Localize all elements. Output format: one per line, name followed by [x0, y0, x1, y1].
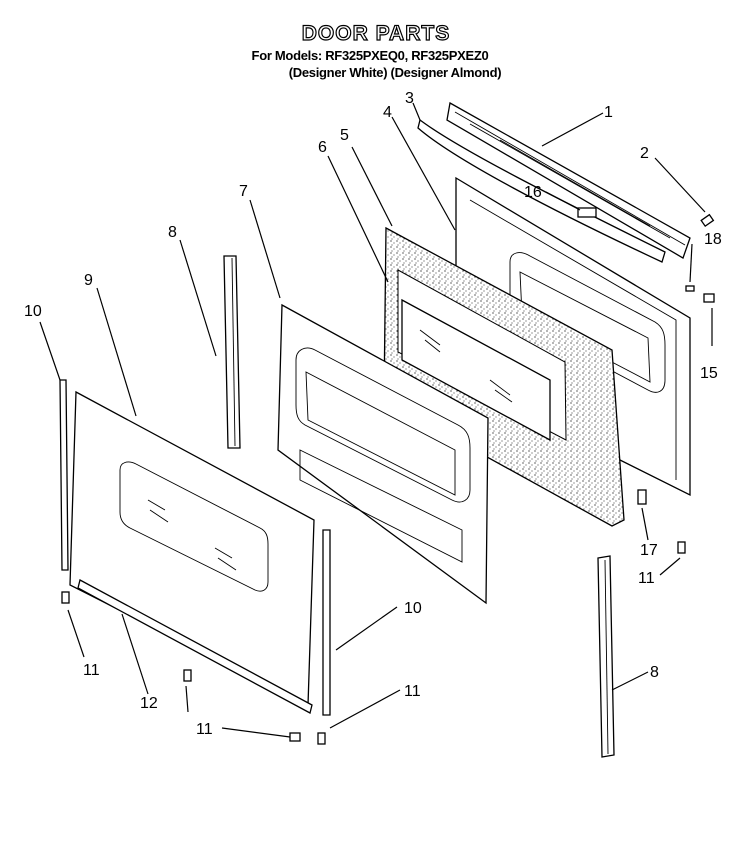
callout-1: 1: [604, 104, 613, 121]
inner-glass: [401, 298, 551, 442]
callout-5: 5: [340, 127, 349, 144]
door-liner: [277, 303, 489, 605]
screw: [685, 213, 715, 303]
leader-lines: [39, 102, 713, 738]
callout-8: 8: [168, 224, 177, 241]
callout-9: 9: [84, 272, 93, 289]
hinge-channel-left: [223, 255, 241, 449]
callout-6: 6: [318, 139, 327, 156]
page-title: DOOR PARTS: [301, 21, 451, 45]
callout-11: 11: [404, 683, 421, 700]
callout-10: 10: [24, 303, 42, 320]
side-trim-left: [59, 379, 69, 571]
badge: [577, 207, 597, 218]
bottom-trim: [77, 579, 313, 714]
callout-4: 4: [383, 104, 392, 121]
callout-15: 15: [700, 365, 718, 382]
outer-door-glass: [69, 390, 315, 707]
side-trim-right: [322, 529, 331, 716]
callout-11: 11: [196, 721, 213, 738]
callout-10: 10: [404, 600, 422, 617]
callout-7: 7: [239, 183, 248, 200]
callout-16: 16: [524, 184, 542, 201]
handle-strip: [417, 118, 666, 263]
callout-11: 11: [83, 662, 100, 679]
callout-12: 12: [140, 695, 158, 712]
callout-2: 2: [640, 145, 649, 162]
callout-8: 8: [650, 664, 659, 681]
clip: [637, 489, 647, 505]
callout-labels: 1 2 3 4 5 6 7 8 9 10 10 11 11 11 11 12 1…: [24, 90, 722, 738]
models-line: For Models: RF325PXEQ0, RF325PXEZ0: [251, 48, 489, 63]
callout-18: 18: [704, 231, 722, 248]
screw: [61, 541, 686, 745]
door-trim-top: [446, 101, 691, 259]
callout-17: 17: [640, 542, 658, 559]
callout-3: 3: [405, 90, 414, 107]
hinge-channel-right: [597, 555, 615, 758]
callout-11: 11: [638, 570, 655, 587]
colors-line: (Designer White) (Designer Almond): [288, 65, 502, 80]
